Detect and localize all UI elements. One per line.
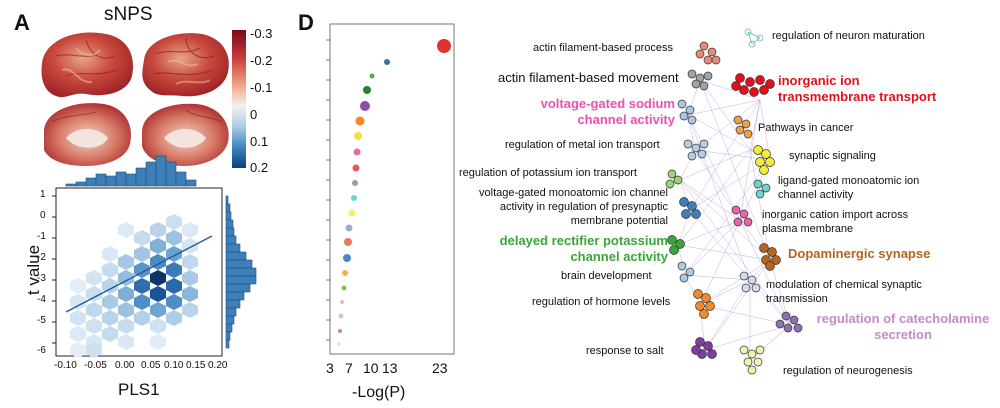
hexbin-scatter-plot [52,155,257,358]
enrichment-bubbles [337,39,451,346]
x-tick: -0.10 [54,360,77,371]
network-label: delayed rectifier potassium channel acti… [499,233,668,264]
d-x-axis-label: -Log(P) [352,384,406,401]
y-tick: -4 [37,294,46,305]
brain-medial-right [142,103,229,166]
network-label: actin filament-based movement [498,70,679,85]
d-x-tick: 10 [363,360,379,376]
x-tick: -0.05 [84,360,107,371]
brain-lateral-right [142,33,229,97]
brain-surface-maps [41,32,229,166]
network-label: regulation of hormone levels [532,296,671,308]
panel-letter-d: D [298,10,314,35]
y-tick: 1 [40,189,46,200]
x-tick: 0.15 [186,360,206,371]
network-label: synaptic signaling [789,150,876,162]
network-label: modulation of chemical synaptic transmis… [766,279,922,305]
regression-line [65,235,213,313]
network-label: regulation of catecholamine secretion [816,311,990,342]
colorbar-tick: 0.2 [250,160,269,175]
y-tick: -2 [37,252,46,263]
colorbar-tick: -0.1 [250,80,273,95]
network-label: actin filament-based process [533,42,674,54]
d-x-tick: 13 [382,360,398,376]
network-label: voltage-gated monoatomic ion channel act… [479,187,668,227]
top-marginal-histogram [65,155,197,187]
panel-letter-a: A [14,10,30,35]
network-node-clusters [665,28,803,375]
colorbar-tick: 0.1 [250,134,269,149]
brain-map-title: sNPS [104,4,153,25]
y-tick: 0 [40,210,46,221]
network-label: Dopaminergic synapse [788,246,931,261]
colorbar [232,30,246,168]
brain-medial-left [44,103,131,166]
x-tick: 0.20 [208,360,228,371]
network-edges [677,79,791,361]
network-label: response to salt [586,345,664,357]
network-label: voltage-gated sodium channel activity [540,96,675,127]
d-x-tick: 23 [432,360,448,376]
colorbar-tick: -0.3 [250,26,273,41]
brain-lateral-left [41,32,133,98]
network-label: regulation of neurogenesis [783,365,913,377]
network-label: ligand-gated monoatomic ion channel acti… [778,175,920,201]
d-x-tick: 3 [326,360,334,376]
network-label: regulation of neuron maturation [772,30,925,42]
network-label: Pathways in cancer [758,122,854,134]
network-label: brain development [561,270,652,282]
x-axis-label: PLS1 [118,380,160,399]
enrichment-network [665,28,803,375]
d-x-tick: 7 [345,360,353,376]
colorbar-tick: -0.2 [250,53,273,68]
y-axis-label: t value [24,244,43,296]
y-tick: -1 [37,231,46,242]
y-tick: -5 [37,315,46,326]
x-tick: 0.10 [164,360,184,371]
network-label: inorganic cation import across plasma me… [762,209,909,235]
x-tick: 0.05 [141,360,161,371]
enrichment-bubble-plot [326,23,455,355]
network-label: regulation of potassium ion transport [459,167,637,179]
y-tick: -3 [37,273,46,284]
hexbins [70,214,198,358]
right-marginal-histogram [225,195,257,349]
colorbar-tick: 0 [250,107,258,122]
y-tick: -6 [37,345,46,356]
x-tick: 0.00 [115,360,135,371]
network-label: inorganic ion transmembrane transport [778,73,937,104]
network-label: regulation of metal ion transport [505,139,660,151]
